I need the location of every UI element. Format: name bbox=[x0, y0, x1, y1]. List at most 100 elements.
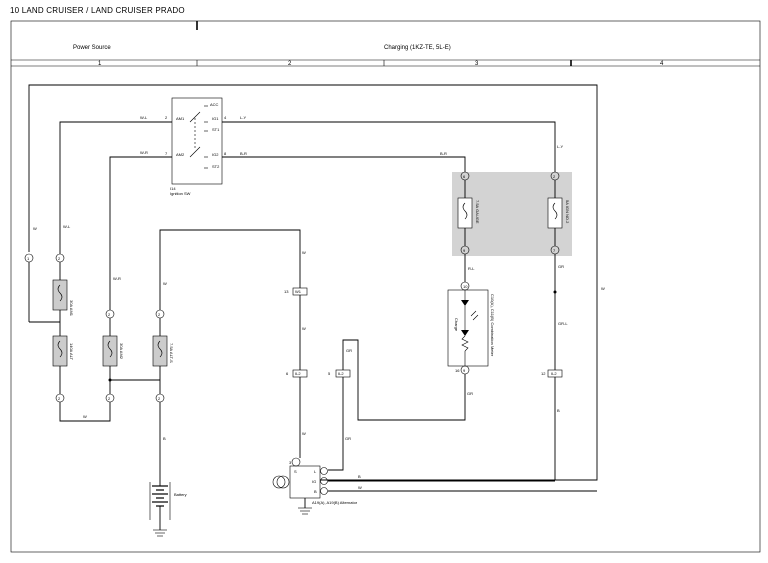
alternator: 3 S L IG B bbox=[272, 457, 328, 515]
charge-label: Charge bbox=[454, 318, 459, 332]
svg-text:B: B bbox=[163, 436, 166, 441]
svg-text:R-L: R-L bbox=[468, 266, 475, 271]
svg-text:6: 6 bbox=[463, 174, 466, 179]
svg-text:B: B bbox=[358, 474, 361, 479]
svg-text:IG: IG bbox=[312, 479, 316, 484]
svg-text:W: W bbox=[302, 431, 306, 436]
svg-text:4: 4 bbox=[224, 115, 227, 120]
wire-b-r bbox=[222, 156, 466, 172]
fuse-label-alt-main: 140A ALT bbox=[69, 343, 74, 361]
svg-text:W: W bbox=[302, 326, 306, 331]
svg-text:2: 2 bbox=[158, 312, 161, 317]
column-4: 4 bbox=[660, 61, 664, 67]
wire-label-w-left: W bbox=[33, 226, 37, 231]
svg-text:8: 8 bbox=[224, 151, 227, 156]
battery bbox=[149, 480, 171, 537]
svg-text:L: L bbox=[314, 469, 317, 474]
svg-text:GR: GR bbox=[467, 391, 473, 396]
header-power-source: Power Source bbox=[73, 45, 111, 51]
svg-text:B: B bbox=[557, 408, 560, 413]
wire-w-loop bbox=[28, 84, 598, 481]
svg-text:L-Y: L-Y bbox=[557, 144, 564, 149]
fuse-label-am2: 30A AM2 bbox=[119, 343, 124, 360]
svg-text:10: 10 bbox=[463, 284, 468, 289]
svg-text:2: 2 bbox=[108, 312, 111, 317]
svg-text:W: W bbox=[83, 414, 87, 419]
header-charging: Charging (1KZ-TE, 5L-E) bbox=[384, 45, 451, 51]
charge-warning-led bbox=[461, 300, 469, 306]
fuse-label-alt-s: 7.5A ALT-S bbox=[169, 343, 174, 363]
svg-text:7: 7 bbox=[165, 151, 168, 156]
svg-text:W1: W1 bbox=[295, 289, 302, 294]
column-3: 3 bbox=[475, 61, 479, 67]
svg-text:W-L: W-L bbox=[63, 224, 71, 229]
wire-gr bbox=[342, 339, 466, 421]
combination-meter bbox=[447, 289, 489, 367]
ignition-desc: Ignition SW bbox=[170, 191, 191, 196]
fuse-label-engine: 5A IGN NO.2 bbox=[565, 200, 570, 224]
svg-text:3: 3 bbox=[289, 460, 292, 465]
wire-l-y bbox=[222, 121, 556, 172]
svg-text:1: 1 bbox=[27, 256, 30, 261]
svg-text:IG1: IG1 bbox=[212, 116, 219, 121]
fuse-label-am1: 30A AM1 bbox=[69, 300, 74, 317]
page-title: 10 LAND CRUISER / LAND CRUISER PRADO bbox=[10, 6, 185, 15]
svg-text:12: 12 bbox=[541, 371, 546, 376]
fuse-am2 bbox=[102, 335, 118, 367]
svg-text:IL2: IL2 bbox=[295, 371, 301, 376]
svg-text:ACC: ACC bbox=[210, 102, 219, 107]
meter-label: C10(A), C11(B) Combination Meter bbox=[490, 294, 495, 357]
svg-text:IL2: IL2 bbox=[551, 371, 557, 376]
fuse-alt-main bbox=[52, 335, 68, 367]
svg-text:S: S bbox=[294, 469, 297, 474]
svg-text:IG2: IG2 bbox=[212, 152, 219, 157]
ignition-name: I14 bbox=[170, 186, 176, 191]
svg-text:GR: GR bbox=[346, 348, 352, 353]
svg-text:W: W bbox=[302, 250, 306, 255]
svg-text:ST2: ST2 bbox=[212, 164, 220, 169]
svg-text:2: 2 bbox=[58, 256, 61, 261]
wire-w-alt-s bbox=[159, 229, 301, 310]
svg-text:L-Y: L-Y bbox=[240, 115, 247, 120]
svg-text:W-R: W-R bbox=[113, 276, 121, 281]
svg-text:W: W bbox=[358, 485, 362, 490]
svg-text:AM2: AM2 bbox=[176, 152, 185, 157]
svg-text:2: 2 bbox=[58, 396, 61, 401]
svg-text:B-R: B-R bbox=[240, 151, 247, 156]
svg-text:B: B bbox=[314, 489, 317, 494]
svg-text:ST1: ST1 bbox=[212, 127, 220, 132]
wire-label-w-l: W-L bbox=[140, 115, 148, 120]
svg-text:GR-L: GR-L bbox=[558, 321, 568, 326]
svg-text:B-R: B-R bbox=[440, 151, 447, 156]
wire-label-w-r: W-R bbox=[140, 150, 148, 155]
diagram-frame bbox=[10, 20, 761, 553]
svg-text:GR: GR bbox=[345, 436, 351, 441]
svg-text:13: 13 bbox=[284, 289, 289, 294]
column-2: 2 bbox=[288, 61, 292, 67]
fuse-alt-s bbox=[152, 335, 168, 367]
svg-text:IL2: IL2 bbox=[338, 371, 344, 376]
svg-text:W: W bbox=[163, 281, 167, 286]
wire-w-l bbox=[59, 121, 172, 254]
wire-w-r bbox=[109, 156, 172, 310]
fuse-gauge bbox=[457, 197, 473, 229]
fuse-am1 bbox=[52, 279, 68, 311]
ignition-switch bbox=[171, 97, 223, 185]
svg-text:9: 9 bbox=[463, 368, 466, 373]
svg-text:2: 2 bbox=[553, 174, 556, 179]
svg-text:7: 7 bbox=[553, 248, 556, 253]
battery-label: Battery bbox=[174, 492, 187, 497]
svg-text:AM1: AM1 bbox=[176, 116, 185, 121]
wire-label-w-right: W bbox=[601, 286, 605, 291]
svg-text:GR: GR bbox=[558, 264, 564, 269]
svg-text:6: 6 bbox=[286, 371, 289, 376]
svg-text:2: 2 bbox=[158, 396, 161, 401]
svg-text:2: 2 bbox=[165, 115, 168, 120]
svg-text:5: 5 bbox=[328, 371, 331, 376]
svg-text:16: 16 bbox=[455, 368, 460, 373]
alternator-label: A19(A), A19(B) Alternator bbox=[312, 500, 358, 505]
svg-text:2: 2 bbox=[108, 396, 111, 401]
column-1: 1 bbox=[98, 61, 102, 67]
fuse-engine bbox=[547, 197, 563, 229]
